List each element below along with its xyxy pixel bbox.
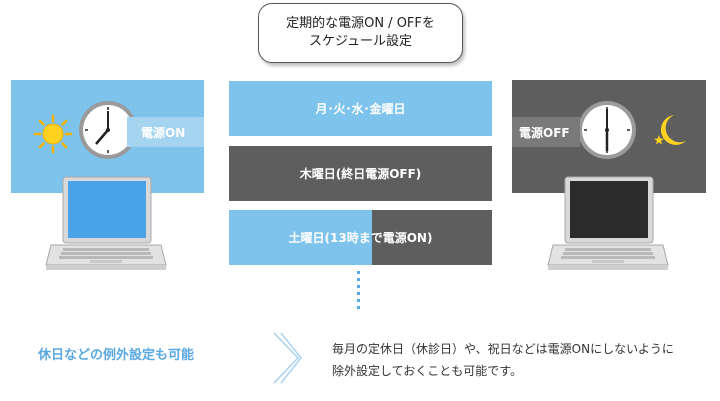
schedule-saturday-bar: 土曜日(13時まで電源ON) <box>229 210 492 265</box>
laptop-icon <box>45 176 167 270</box>
laptop-icon <box>547 176 669 270</box>
exception-heading: 休日などの例外設定も可能 <box>38 348 195 363</box>
sun-icon <box>33 114 73 154</box>
power-off-label: 電源OFF <box>512 117 580 147</box>
exception-description-line-2: 除外設定しておくことも可能です。 <box>332 364 523 378</box>
dots-icon <box>357 271 360 309</box>
moon-icon <box>654 115 686 145</box>
exception-description: 毎月の定休日（休診日）や、祝日などは電源ONにしないように 除外設定しておくこと… <box>332 338 674 382</box>
schedule-weekday-bar: 月･火･水･金曜日 <box>229 81 492 136</box>
power-on-label: 電源ON <box>127 117 204 147</box>
title-callout: 定期的な電源ON / OFFを スケジュール設定 <box>258 3 463 63</box>
title-line-1: 定期的な電源ON / OFFを <box>286 16 435 31</box>
schedule-thursday-bar: 木曜日(終日電源OFF) <box>229 146 492 201</box>
schedule-thursday-label: 木曜日(終日電源OFF) <box>299 167 422 181</box>
chevron-right-icon <box>273 332 302 384</box>
schedule-saturday-label: 土曜日(13時まで電源ON) <box>288 231 433 245</box>
clock-icon <box>79 101 137 159</box>
exception-description-line-1: 毎月の定休日（休診日）や、祝日などは電源ONにしないように <box>332 342 674 356</box>
clock-icon <box>578 101 636 159</box>
star-icon <box>654 135 664 145</box>
schedule-weekday-label: 月･火･水･金曜日 <box>315 102 406 116</box>
title-line-2: スケジュール設定 <box>308 34 413 49</box>
